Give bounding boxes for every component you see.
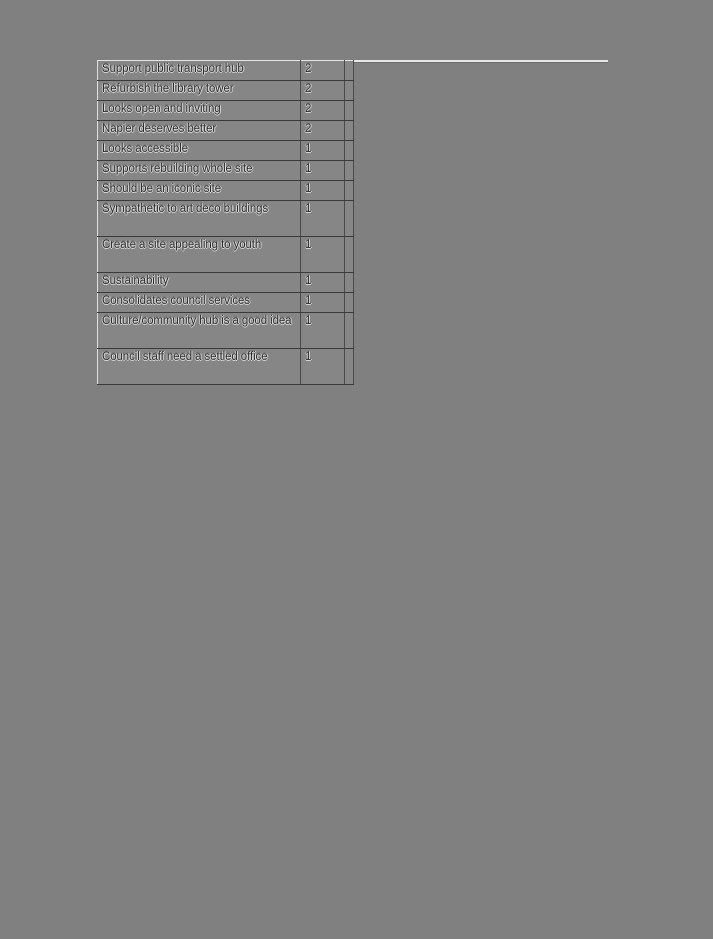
- cell-count: 1: [300, 180, 345, 201]
- cell-comment: Looks accessible: [97, 140, 301, 161]
- cell-comment: Refurbish the library tower: [97, 80, 301, 101]
- cell-comment: Sustainability: [97, 272, 301, 293]
- cell-spacer: [344, 236, 354, 273]
- cell-spacer: [344, 348, 354, 385]
- cell-spacer: [344, 120, 354, 141]
- cell-spacer: [344, 292, 354, 313]
- cell-count: 2: [300, 100, 345, 121]
- cell-comment: Culture/community hub is a good idea: [97, 312, 301, 349]
- cell-spacer: [344, 80, 354, 101]
- cell-count: 2: [300, 120, 345, 141]
- cell-comment: Sympathetic to art deco buildings: [97, 200, 301, 237]
- cell-spacer: [344, 160, 354, 181]
- cell-comment: Supports rebuilding whole site: [97, 160, 301, 181]
- cell-comment: Support public transport hub: [97, 60, 301, 81]
- cell-comment: Napier deserves better: [97, 120, 301, 141]
- cell-count: 1: [300, 200, 345, 237]
- cell-count: 1: [300, 292, 345, 313]
- cell-comment: Council staff need a settled office: [97, 348, 301, 385]
- cell-count: 1: [300, 312, 345, 349]
- cell-spacer: [344, 180, 354, 201]
- cell-count: 1: [300, 272, 345, 293]
- cell-spacer: [344, 200, 354, 237]
- cell-count: 1: [300, 236, 345, 273]
- cell-count: 2: [300, 60, 345, 81]
- cell-spacer: [344, 100, 354, 121]
- cell-spacer: [344, 140, 354, 161]
- cell-spacer: [344, 312, 354, 349]
- cell-comment: Looks open and inviting: [97, 100, 301, 121]
- cell-comment: Create a site appealing to youth: [97, 236, 301, 273]
- cell-count: 1: [300, 160, 345, 181]
- cell-comment: Should be an iconic site: [97, 180, 301, 201]
- cell-spacer: [344, 60, 354, 81]
- cell-count: 1: [300, 140, 345, 161]
- cell-comment: Consolidates council services: [97, 292, 301, 313]
- cell-count: 1: [300, 348, 345, 385]
- cell-count: 2: [300, 80, 345, 101]
- cell-spacer: [344, 272, 354, 293]
